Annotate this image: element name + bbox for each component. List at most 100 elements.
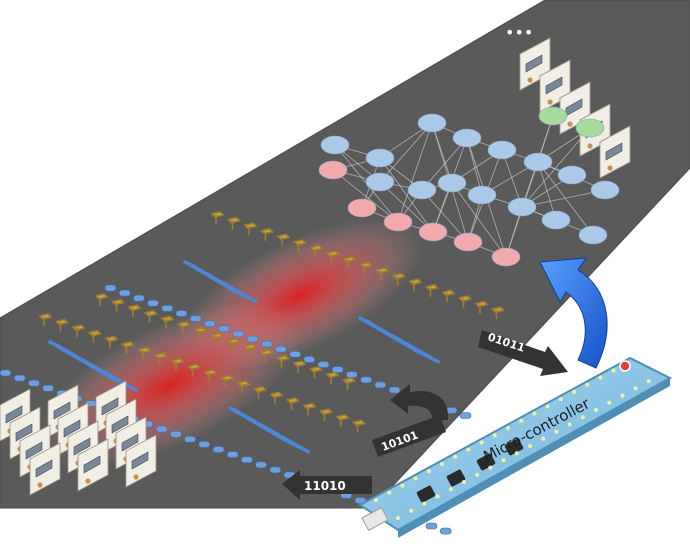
gold-contact-icon xyxy=(236,380,251,394)
pill-component-icon xyxy=(260,340,273,348)
pill-component-icon xyxy=(218,325,230,333)
gold-contact-icon xyxy=(302,402,317,416)
gold-contact-icon xyxy=(375,267,390,280)
gold-contact-icon xyxy=(490,306,506,320)
pin-dot xyxy=(475,472,480,477)
pin-dot xyxy=(519,418,524,423)
chip-icon xyxy=(25,441,43,460)
pill-component-icon xyxy=(255,461,267,469)
sensor-dot xyxy=(527,77,533,83)
gold-contact-icon xyxy=(424,283,440,297)
chip-icon xyxy=(111,415,129,434)
pin-dot xyxy=(453,454,458,459)
gold-contact-icon xyxy=(408,278,423,292)
network-edge xyxy=(397,122,433,223)
pill-component-icon xyxy=(425,522,438,530)
network-node xyxy=(365,172,395,192)
pin-dot xyxy=(554,429,559,434)
pin-dot xyxy=(466,447,471,452)
bit-arrow-input: 11010 xyxy=(282,470,372,500)
pin-dot xyxy=(611,368,616,373)
pill-component-icon xyxy=(289,350,301,358)
gold-contact-icon xyxy=(259,227,275,241)
pin-dot xyxy=(422,501,427,506)
pin-dot xyxy=(409,508,414,513)
network-node xyxy=(538,106,568,126)
pill-component-icon xyxy=(275,345,287,353)
network-edge xyxy=(421,189,469,243)
network-node xyxy=(418,222,448,242)
network-edge xyxy=(421,137,468,191)
gold-contact-icon xyxy=(226,337,241,351)
gold-contact-icon xyxy=(38,313,53,326)
chip-icon xyxy=(121,433,139,452)
network-edge xyxy=(451,182,507,258)
pill-component-icon xyxy=(226,451,239,458)
network-edge xyxy=(332,169,399,223)
pill-component-icon xyxy=(155,425,168,433)
gold-contact-icon xyxy=(325,371,340,385)
gold-contact-icon xyxy=(219,374,235,388)
pin-dot xyxy=(396,516,400,520)
pill-component-icon xyxy=(42,384,54,392)
pin-dot xyxy=(506,426,510,430)
network-edge xyxy=(501,149,523,208)
ellipsis-label: ••• xyxy=(505,23,533,42)
pin-dot xyxy=(646,379,651,384)
pill-component-icon xyxy=(118,289,131,297)
gold-contact-icon xyxy=(292,360,307,374)
pin-dot xyxy=(620,393,625,398)
gold-contact-icon xyxy=(193,326,208,340)
pill-component-icon xyxy=(241,456,253,464)
gold-contact-icon xyxy=(127,304,142,318)
pin-dot xyxy=(607,400,612,405)
chip-icon xyxy=(63,419,81,438)
gold-contact-icon xyxy=(243,222,258,236)
gold-contact-icon xyxy=(325,250,341,264)
sensor-dot xyxy=(37,482,43,488)
gold-contact-icon xyxy=(275,354,291,368)
gold-contact-icon xyxy=(104,335,119,349)
chip-icon xyxy=(504,438,524,456)
network-edge xyxy=(379,122,433,183)
gold-contact-icon xyxy=(341,377,357,390)
bar-component-icon xyxy=(231,288,258,304)
pin-dot xyxy=(514,451,519,456)
gold-contact-icon xyxy=(309,244,324,258)
chip-icon xyxy=(525,54,543,73)
network-edge xyxy=(521,189,606,208)
pin-dot xyxy=(545,404,550,409)
bar-component-icon xyxy=(412,347,441,364)
network-node xyxy=(318,160,348,180)
pin-dot xyxy=(532,411,537,416)
chip-icon xyxy=(73,437,91,456)
pin-dot xyxy=(462,480,466,484)
chip-icon xyxy=(53,401,71,420)
pin-dot xyxy=(585,382,590,387)
pill-component-icon xyxy=(0,369,12,377)
gold-contact-icon xyxy=(308,365,324,379)
pill-component-icon xyxy=(13,374,26,382)
pill-component-icon xyxy=(198,441,211,448)
gold-contact-icon xyxy=(110,298,126,312)
pill-component-icon xyxy=(317,361,330,368)
pin-dot xyxy=(488,465,493,470)
pill-component-icon xyxy=(133,294,145,302)
sensor-card-array-bottom xyxy=(0,380,157,496)
pill-component-icon xyxy=(204,320,216,328)
gold-contact-icon xyxy=(358,261,374,275)
bits-input-label: 11010 xyxy=(304,479,346,493)
gold-contact-icon xyxy=(252,385,268,399)
pin-dot xyxy=(633,386,638,391)
pin-dot xyxy=(426,469,431,474)
pin-dot xyxy=(528,444,532,448)
chip-icon xyxy=(446,469,466,487)
gold-contact-icon xyxy=(137,346,152,360)
chip-icon xyxy=(35,459,53,478)
pill-component-icon xyxy=(175,310,188,317)
pin-dot xyxy=(594,408,598,412)
pin-dot xyxy=(479,440,484,445)
sensor-dot xyxy=(607,165,613,171)
sensor-dot xyxy=(547,99,553,105)
pill-component-icon xyxy=(246,335,259,343)
